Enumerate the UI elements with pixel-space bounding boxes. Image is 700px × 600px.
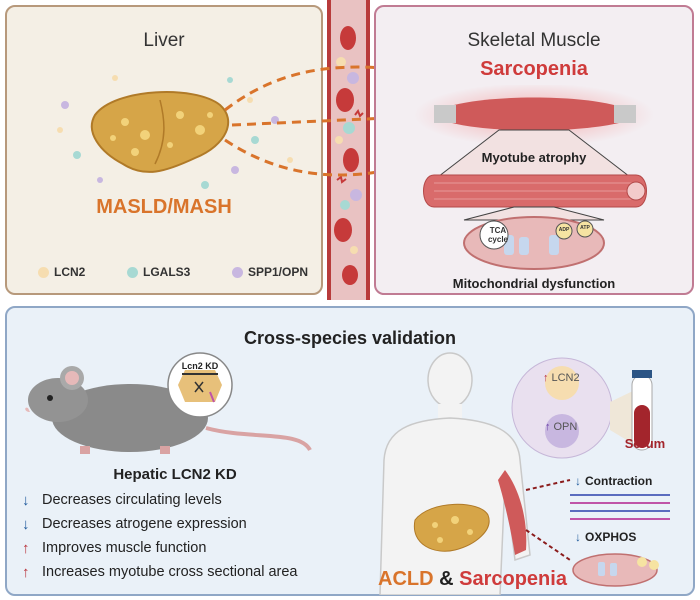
arrow-up-icon: ↑ (545, 421, 551, 433)
myotube-atrophy-label: Myotube atrophy (481, 150, 587, 165)
validation-title: Cross-species validation (243, 328, 457, 348)
blood-vessel (327, 0, 370, 300)
effect-text: Increases myotube cross sectional area (42, 564, 298, 580)
effects-list: ↓ Decreases circulating levels ↓ Decreas… (22, 488, 362, 584)
contraction-item: ↓ Contraction (575, 474, 652, 488)
spp1-dot-icon (231, 266, 243, 278)
mouse-icon (25, 366, 312, 454)
arrow-down-icon: ↓ (575, 530, 581, 544)
mitochondrion-icon (463, 216, 605, 270)
lcn2-kd-inset-label: Lcn2 KD (181, 361, 219, 371)
effect-item: ↑ Improves muscle function (22, 536, 362, 560)
arrow-up-icon: ↑ (22, 539, 30, 557)
serum-label: Serum (624, 436, 666, 451)
opn-marker: ↑ OPN (545, 421, 577, 433)
acld-sarcopenia-label: ACLD & Sarcopenia (378, 568, 567, 591)
lgals3-dot-icon (126, 266, 138, 278)
opn-marker-label: OPN (553, 421, 578, 433)
arrow-down-icon: ↓ (22, 515, 30, 533)
effect-item: ↑ Increases myotube cross sectional area (22, 560, 362, 584)
lcn2-kd-inset (167, 352, 233, 418)
effect-text: Decreases atrogene expression (42, 516, 247, 532)
lcn2-marker-label: LCN2 (551, 372, 580, 384)
sarcopenia-label: Sarcopenia (459, 568, 567, 590)
muscle-fiber-icon (434, 97, 636, 131)
liver-illustration (57, 75, 293, 189)
atp-label: ATP (580, 225, 590, 231)
mouse-illustration (25, 352, 312, 454)
effect-item: ↓ Decreases circulating levels (22, 488, 362, 512)
arm-muscle-icon (498, 470, 527, 555)
effect-text: Decreases circulating levels (42, 492, 222, 508)
legend-label: SPP1/OPN (247, 265, 308, 279)
liver-disease-label: MASLD/MASH (96, 196, 232, 218)
legend-item-lgals3: LGALS3 (126, 265, 191, 279)
ampersand-label: & (439, 568, 454, 590)
muscle-title: Skeletal Muscle (467, 30, 601, 51)
effect-item: ↓ Decreases atrogene expression (22, 512, 362, 536)
serum-tube-icon (610, 370, 653, 451)
effect-text: Improves muscle function (42, 540, 207, 556)
oxphos-mito-icon (572, 553, 659, 587)
legend-label: LGALS3 (142, 265, 191, 279)
protein-legend: LCN2 LGALS3 SPP1/OPN (38, 265, 308, 279)
arrow-down-icon: ↓ (22, 491, 30, 509)
acld-label: ACLD (378, 568, 434, 590)
legend-label: LCN2 (54, 265, 86, 279)
arrow-up-icon: ↑ (543, 372, 549, 384)
myotube-icon (423, 174, 647, 208)
secreted-protein-dots (57, 75, 293, 189)
oxphos-item: ↓ OXPHOS (575, 530, 636, 544)
kd-title: Hepatic LCN2 KD (113, 466, 237, 483)
contraction-label: Contraction (585, 474, 653, 488)
arrow-down-icon: ↓ (575, 474, 581, 488)
lcn2-dot-icon (38, 266, 49, 278)
adp-label: ADP (558, 227, 570, 233)
muscle-illustration (414, 85, 654, 270)
human-liver-icon (413, 503, 490, 552)
tca-cycle-label: TCA cycle (487, 226, 509, 244)
lcn2-marker: ↑ LCN2 (543, 372, 580, 384)
muscle-condition-label: Sarcopenia (480, 58, 588, 80)
liver-title: Liver (143, 30, 185, 51)
legend-item-spp1: SPP1/OPN (231, 265, 308, 279)
oxphos-label: OXPHOS (585, 530, 637, 544)
human-illustration (379, 352, 670, 595)
serum-marker-inset (511, 357, 613, 459)
arrow-up-icon: ↑ (22, 563, 30, 581)
contraction-schematic (570, 494, 670, 520)
legend-item-lcn2: LCN2 (38, 265, 85, 279)
liver-organ-icon (90, 91, 230, 173)
mito-dysfunction-label: Mitochondrial dysfunction (452, 276, 616, 291)
